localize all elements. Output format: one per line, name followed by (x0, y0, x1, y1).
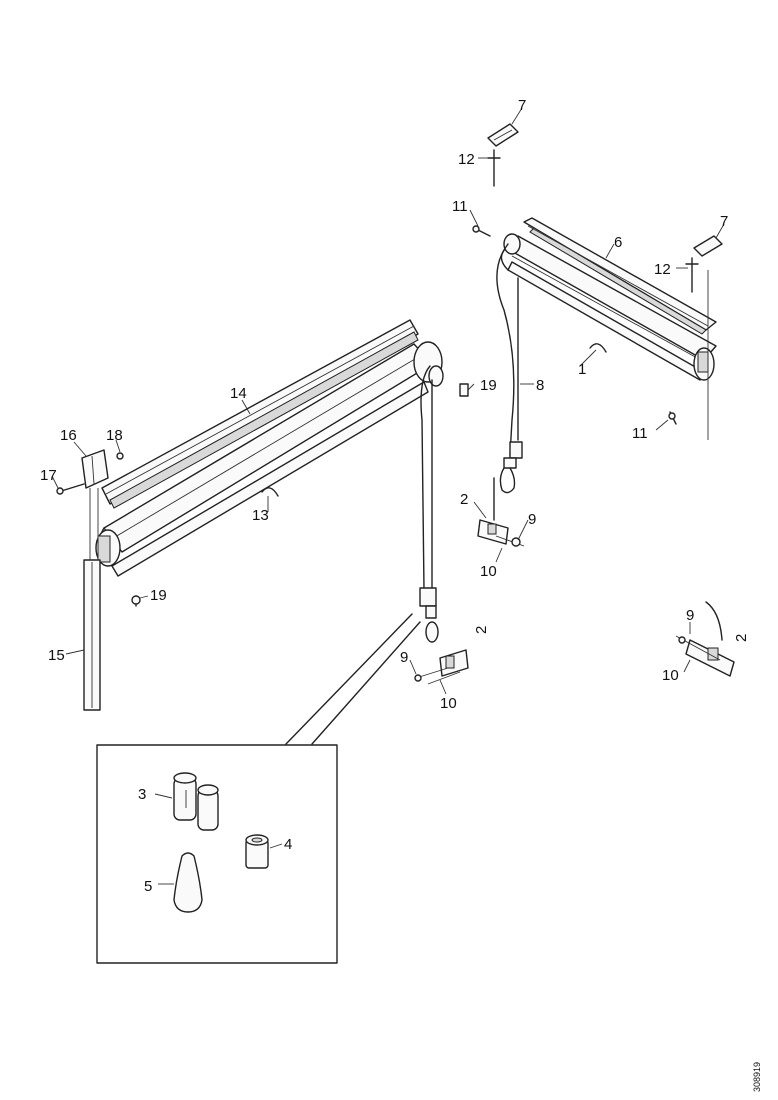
leader-lines (51, 107, 725, 885)
callout-10-far-right: 10 (662, 667, 679, 684)
detail-inset-frame (96, 744, 338, 964)
callout-11-upper: 11 (452, 198, 468, 215)
callout-labels: 1 2 2 2 3 4 5 6 7 7 8 9 9 9 10 10 10 11 … (40, 97, 750, 895)
callout-2-left-assembly: 2 (473, 626, 490, 634)
screw-11-lower (668, 411, 677, 425)
part-4-sleeve (245, 834, 269, 869)
callout-8: 8 (536, 377, 544, 394)
callout-12-lower: 12 (654, 261, 671, 278)
callout-18: 18 (106, 427, 123, 444)
callout-10-left-assembly: 10 (440, 695, 457, 712)
bracket-7-upper (487, 123, 519, 187)
drawing-code: 308919 (752, 1062, 762, 1092)
callout-12-upper: 12 (458, 151, 475, 168)
callout-9-right-assembly: 9 (528, 511, 536, 528)
part-3-coupling (173, 772, 219, 831)
right-roller-assembly (477, 217, 717, 547)
callout-10-right-assembly: 10 (480, 563, 497, 580)
callout-16: 16 (60, 427, 77, 444)
callout-6: 6 (614, 234, 622, 251)
detail-inset (96, 613, 421, 964)
callout-5: 5 (144, 878, 152, 895)
callout-2-right-assembly: 2 (460, 491, 468, 508)
callout-14: 14 (230, 385, 247, 402)
callout-19-upper: 19 (480, 377, 497, 394)
screw-11-upper (472, 225, 491, 237)
callout-19-lower: 19 (150, 587, 167, 604)
callout-17: 17 (40, 467, 57, 484)
callout-15: 15 (48, 647, 65, 664)
part-5-pull-knob (173, 852, 203, 913)
callout-7-upper: 7 (518, 97, 526, 114)
left-roller-assembly (56, 319, 469, 711)
callout-2-far-right: 2 (733, 634, 750, 642)
callout-1: 1 (578, 361, 586, 378)
bracket-7-lower (685, 235, 723, 293)
callout-9-left-assembly: 9 (400, 649, 408, 666)
callout-4: 4 (284, 836, 292, 853)
callout-3: 3 (138, 786, 146, 803)
right-cord-hardware (675, 601, 735, 677)
callout-11-lower: 11 (632, 425, 648, 442)
callout-13: 13 (252, 507, 269, 524)
callout-7-lower: 7 (720, 213, 728, 230)
callout-9-far-right: 9 (686, 607, 694, 624)
